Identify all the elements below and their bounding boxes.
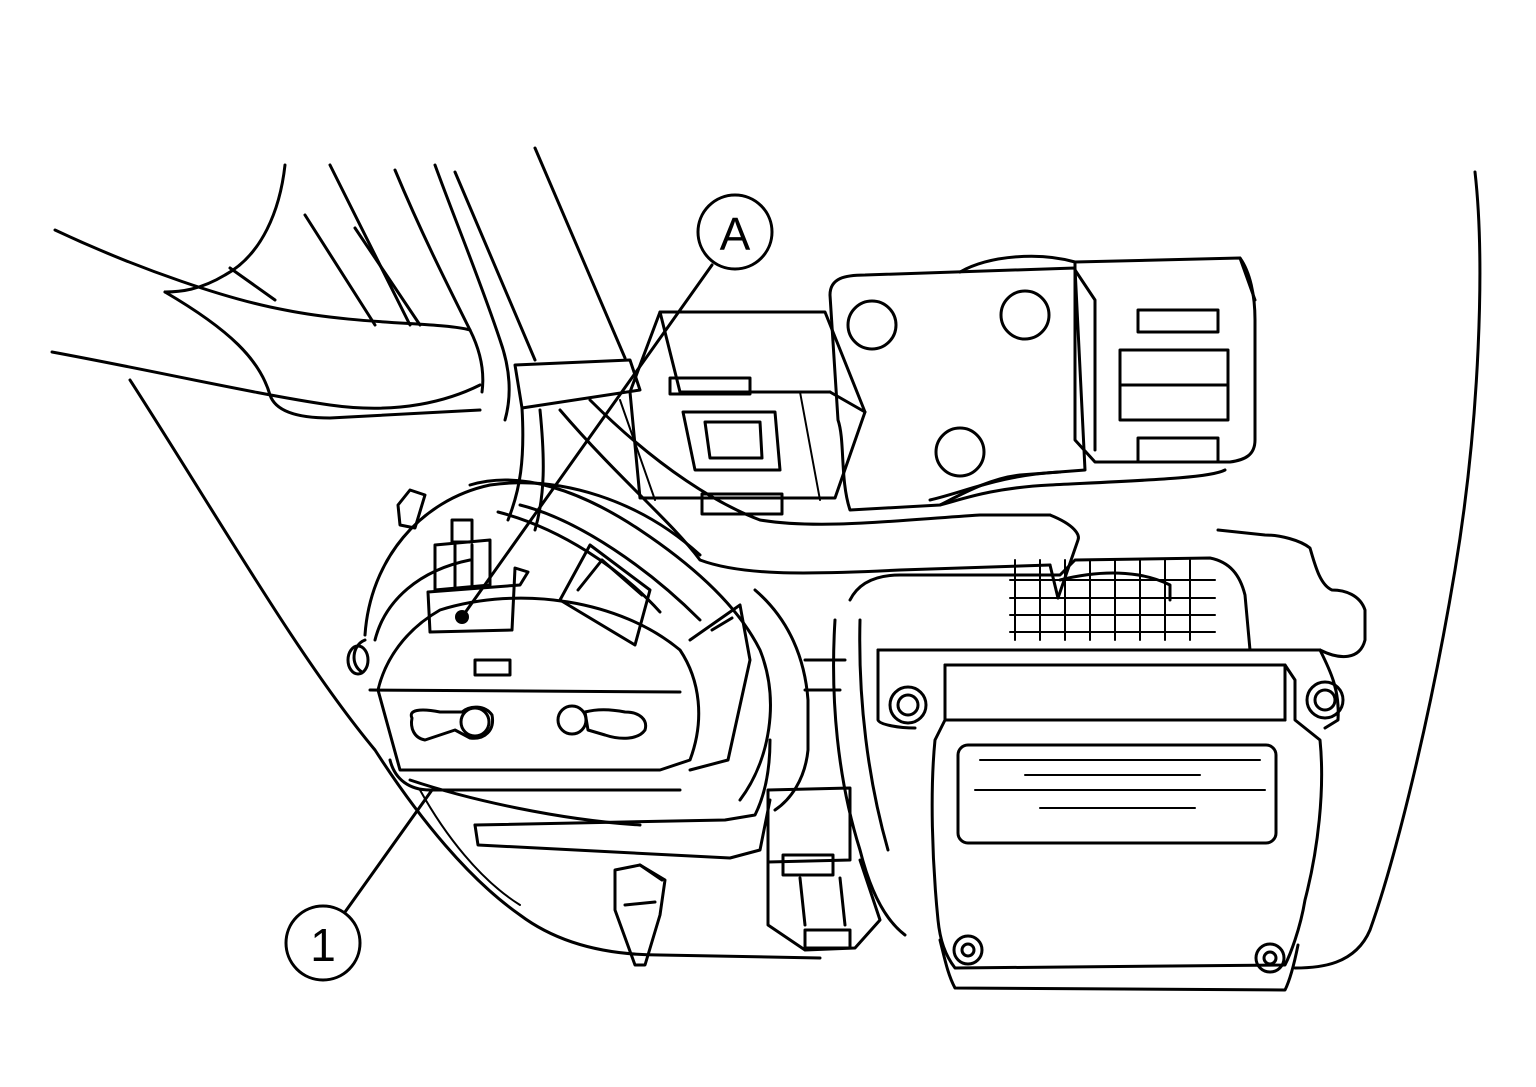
blower-motor <box>346 478 772 860</box>
cowl-right-edge <box>1293 170 1482 970</box>
callout-1-circle <box>284 904 362 982</box>
callout-a-label: A <box>720 208 751 260</box>
callout-1-label: 1 <box>310 919 336 971</box>
wiring-harness-duct <box>506 358 1080 600</box>
mounting-bracket <box>828 254 1227 512</box>
lower-housing-inner <box>419 789 521 906</box>
callout-a: A <box>460 193 774 619</box>
right-connector <box>1073 256 1257 464</box>
blower-motor-connector <box>426 518 530 634</box>
control-module <box>832 528 1367 992</box>
relay-block <box>619 310 867 516</box>
callout-1: 1 <box>284 788 434 982</box>
lower-housing-outline <box>128 378 822 960</box>
upper-trim-panel <box>50 146 627 422</box>
lower-center-bracket <box>613 588 882 967</box>
callout-a-circle <box>696 193 774 271</box>
